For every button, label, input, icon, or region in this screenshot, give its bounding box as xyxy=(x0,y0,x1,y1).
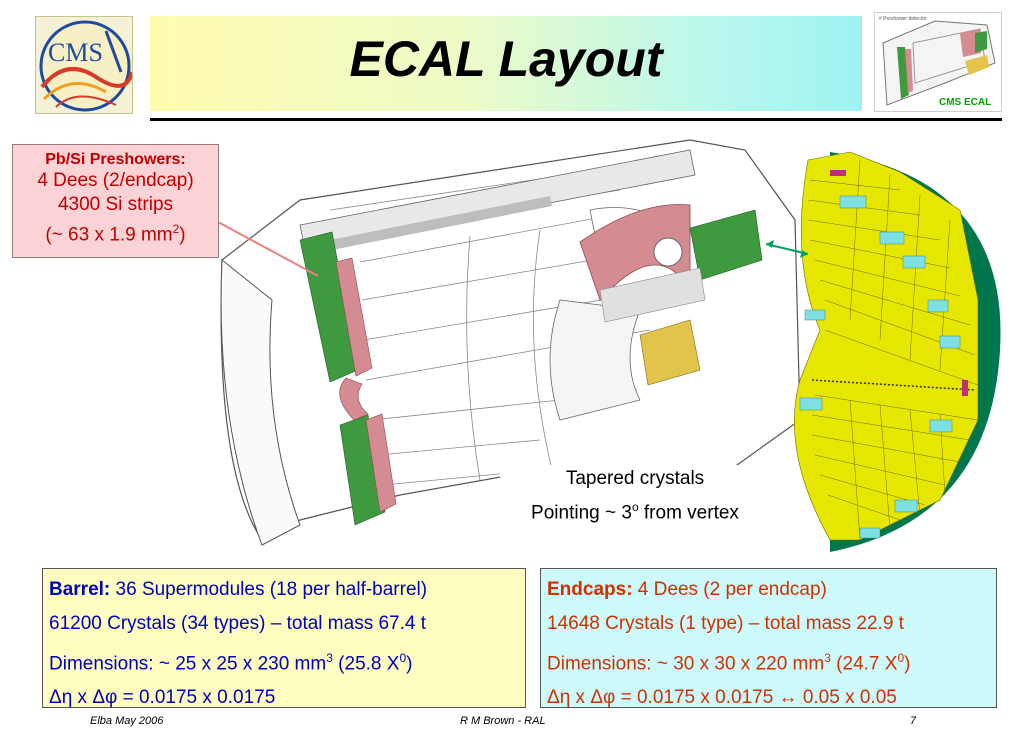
slide-title: ECAL Layout xyxy=(349,31,663,87)
footer-event: Elba May 2006 xyxy=(90,715,164,727)
preshower-box: Pb/Si Preshowers: 4 Dees (2/endcap) 4300… xyxy=(12,144,219,258)
page-number: 7 xyxy=(910,715,917,727)
preshower-line3: (~ 63 x 1.9 mm2) xyxy=(45,222,186,246)
barrel-line2: 61200 Crystals (34 types) – total mass 6… xyxy=(49,613,427,634)
barrel-line1: Barrel: 36 Supermodules (18 per half-bar… xyxy=(49,579,428,600)
endcap-line3: Dimensions: ~ 30 x 30 x 220 mm3 (24.7 X0… xyxy=(547,651,911,675)
preshower-line2: 4300 Si strips xyxy=(57,194,174,215)
caption-line2: Pointing ~ 3o from vertex xyxy=(531,500,739,524)
crystal-caption: Tapered crystals Pointing ~ 3o from vert… xyxy=(500,465,770,528)
preshower-heading: Pb/Si Preshowers: xyxy=(45,151,186,168)
logo-text: CMS xyxy=(48,38,103,67)
thumbnail-label: CMS ECAL xyxy=(939,97,992,108)
barrel-line3: Dimensions: ~ 25 x 25 x 230 mm3 (25.8 X0… xyxy=(49,651,413,675)
title-band xyxy=(150,16,862,111)
barrel-info-box: Barrel: 36 Supermodules (18 per half-bar… xyxy=(42,568,526,708)
footer-author: R M Brown - RAL xyxy=(460,715,546,727)
preshower-line1: 4 Dees (2/endcap) xyxy=(37,170,194,191)
endcap-line4: Δη x Δφ = 0.0175 x 0.0175 ↔ 0.05 x 0.05 xyxy=(547,687,897,709)
caption-line1: Tapered crystals xyxy=(565,468,705,489)
endcap-line2: 14648 Crystals (1 type) – total mass 22.… xyxy=(547,613,904,634)
cms-logo: CMS xyxy=(35,16,133,114)
barrel-line4: Δη x Δφ = 0.0175 x 0.0175 xyxy=(49,687,276,709)
endcap-info-box: Endcaps: 4 Dees (2 per endcap) 14648 Cry… xyxy=(540,568,997,708)
thumbnail-tiny-text: # Preshower detector xyxy=(879,16,927,22)
title-rule xyxy=(150,118,1002,121)
endcap-line1: Endcaps: 4 Dees (2 per endcap) xyxy=(547,579,827,600)
ecal-thumbnail: # Preshower detector CMS ECAL xyxy=(874,12,1002,112)
